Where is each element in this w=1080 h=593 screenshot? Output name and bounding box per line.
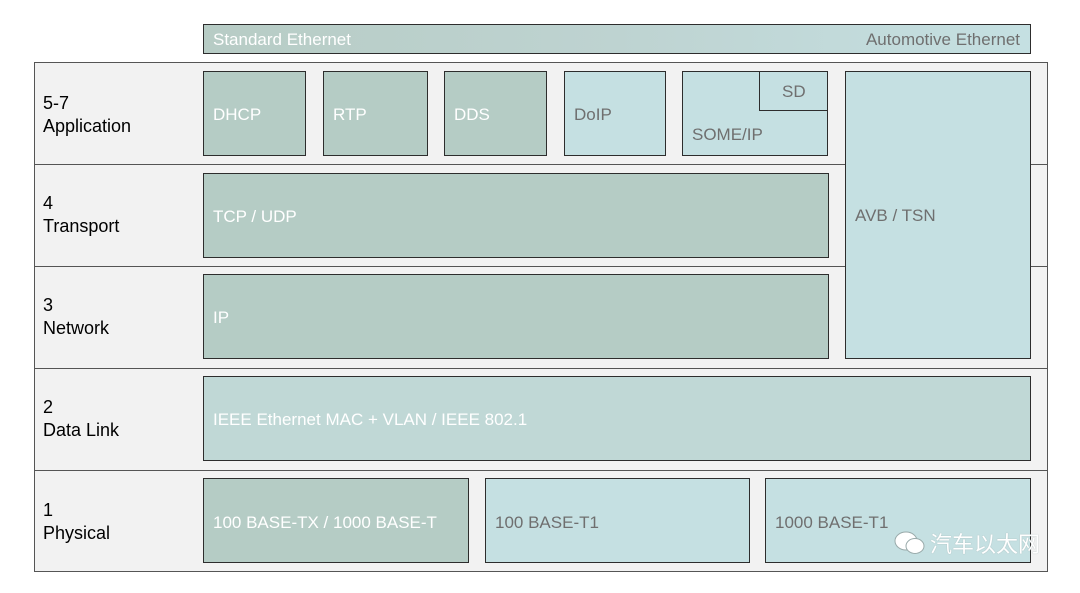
protocol-label: IP <box>213 308 230 327</box>
protocol-label: DHCP <box>213 105 262 124</box>
layer-name: Network <box>43 318 110 338</box>
protocol-someip: SOME/IP <box>682 71 828 156</box>
layer-number: 5-7 <box>43 93 70 113</box>
protocol-ip: IP <box>203 274 829 359</box>
protocol-doip: DoIP <box>564 71 666 156</box>
protocol-100base-t1: 100 BASE-T1 <box>485 478 750 563</box>
protocol-tcp-udp: TCP / UDP <box>203 173 829 258</box>
protocol-label: 1000 BASE-T1 <box>775 513 889 532</box>
protocol-label: 100 BASE-T1 <box>495 513 599 532</box>
protocol-1000base-t1: 1000 BASE-T1 <box>765 478 1031 563</box>
protocol-label: TCP / UDP <box>213 207 297 226</box>
protocol-label: SD <box>782 82 806 101</box>
layer-name: Application <box>43 116 132 136</box>
legend-automotive-ethernet: Automotive Ethernet <box>865 30 1020 49</box>
layer-name: Data Link <box>43 420 120 440</box>
protocol-label: SOME/IP <box>692 125 763 144</box>
legend-standard-ethernet: Standard Ethernet <box>213 30 351 49</box>
protocol-dhcp: DHCP <box>203 71 306 156</box>
protocol-sd: SD <box>759 71 828 111</box>
protocol-label: RTP <box>333 105 367 124</box>
protocol-label: DDS <box>454 105 490 124</box>
protocol-100base-tx: 100 BASE-TX / 1000 BASE-T <box>203 478 469 563</box>
layer-name: Transport <box>43 216 120 236</box>
protocol-label: AVB / TSN <box>855 206 936 225</box>
protocol-label: 100 BASE-TX / 1000 BASE-T <box>213 513 437 532</box>
protocol-dds: DDS <box>444 71 547 156</box>
layer-number: 4 <box>43 193 54 213</box>
watermark: 汽车以太网 <box>894 527 1040 559</box>
layer-number: 3 <box>43 295 54 315</box>
wechat-icon <box>894 531 925 554</box>
watermark-text: 汽车以太网 <box>929 533 1040 558</box>
protocol-label: IEEE Ethernet MAC + VLAN / IEEE 802.1 <box>213 410 528 429</box>
protocol-ethernet-mac: IEEE Ethernet MAC + VLAN / IEEE 802.1 <box>203 376 1031 461</box>
protocol-avb-tsn: AVB / TSN <box>845 71 1031 359</box>
layer-number: 2 <box>43 397 54 417</box>
layer-number: 1 <box>43 500 54 520</box>
protocol-rtp: RTP <box>323 71 428 156</box>
layer-name: Physical <box>43 523 111 543</box>
protocol-label: DoIP <box>574 105 612 124</box>
ethernet-legend-bar: Standard Ethernet Automotive Ethernet <box>203 24 1031 54</box>
